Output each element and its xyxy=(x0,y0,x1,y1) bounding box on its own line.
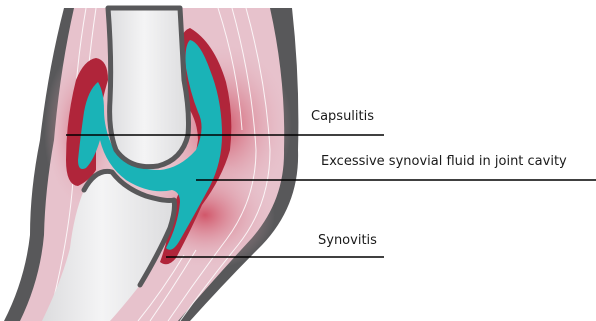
excessive-fluid-label: Excessive synovial fluid in joint cavity xyxy=(321,154,567,169)
capsulitis-label: Capsulitis xyxy=(311,109,374,124)
synovitis-label: Synovitis xyxy=(318,233,377,248)
upper-bone xyxy=(108,8,189,167)
